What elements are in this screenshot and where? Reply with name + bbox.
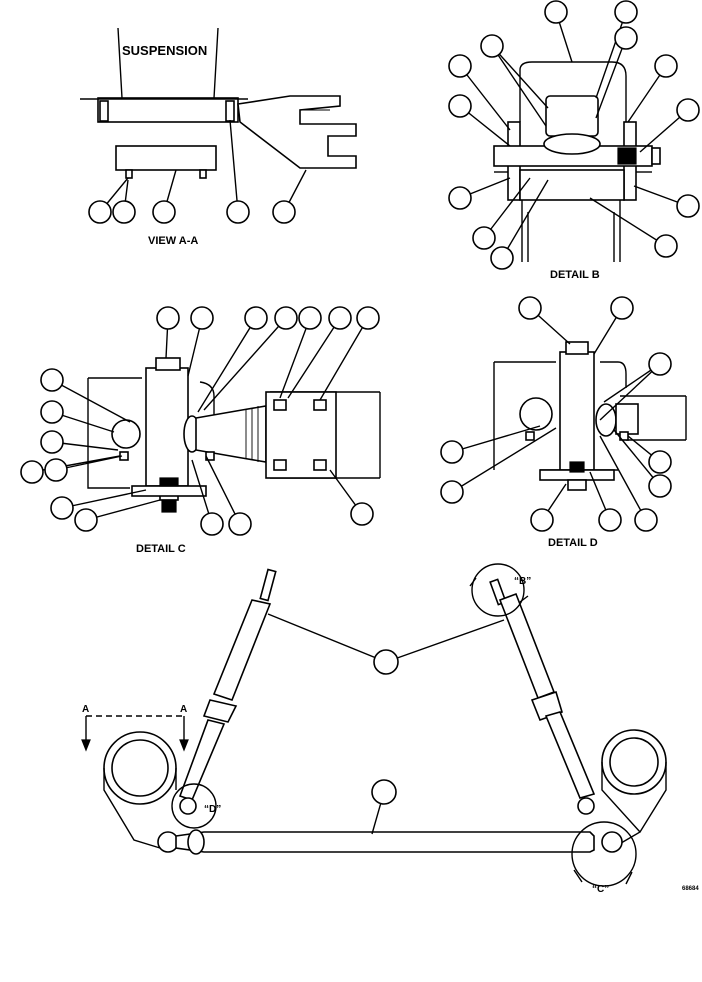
detail-c-title: DETAIL C <box>136 543 186 555</box>
detail-b: DETAIL B <box>448 0 700 281</box>
suspension-label: SUSPENSION <box>122 43 207 58</box>
detail-d-title: DETAIL D <box>548 537 598 549</box>
detail-d: DETAIL D <box>440 296 687 549</box>
detail-c-ref: “C” <box>592 884 609 895</box>
section-a-right-label: A <box>180 704 187 715</box>
detail-c: DETAIL C <box>20 306 381 555</box>
figure-number: 68684 <box>682 886 699 892</box>
view-a-a-title: VIEW A-A <box>148 235 198 247</box>
main-assembly: “B” “C” “D” A A 68684 <box>81 563 699 895</box>
section-a-left-label: A <box>82 704 89 715</box>
view-a-a: SUSPENSION VIEW A-A <box>80 27 357 247</box>
detail-d-ref: “D” <box>204 804 221 815</box>
detail-b-ref: “B” <box>514 576 531 587</box>
detail-b-title: DETAIL B <box>550 269 600 281</box>
